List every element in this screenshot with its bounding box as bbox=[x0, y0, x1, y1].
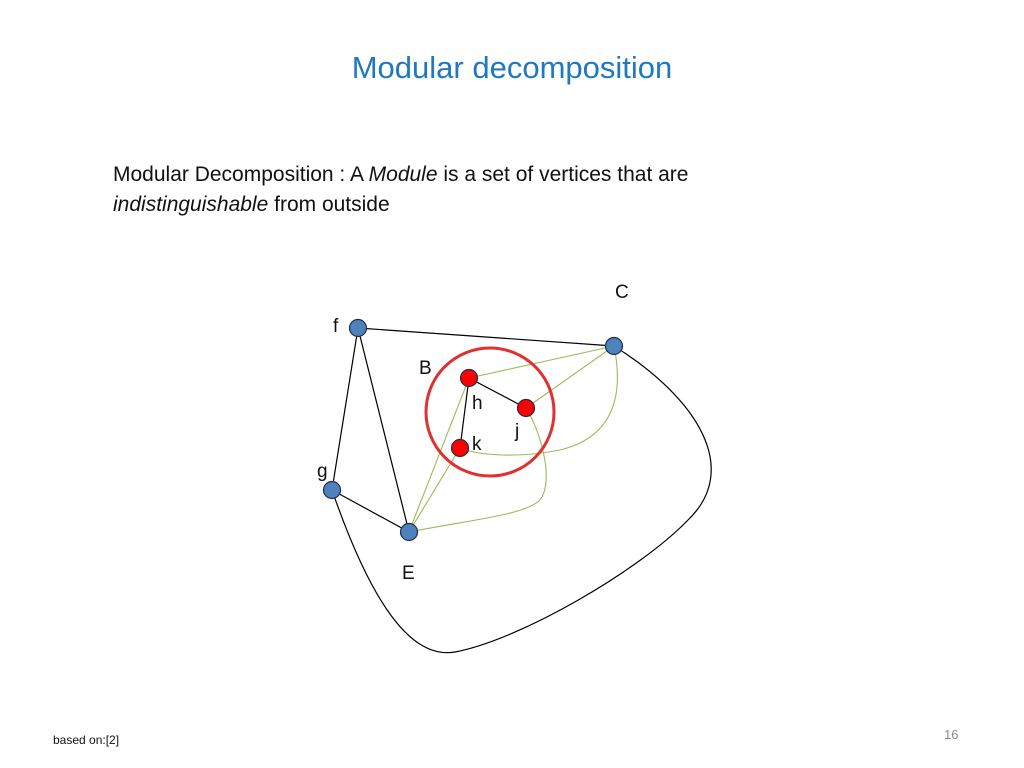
vertex-g bbox=[322, 480, 342, 500]
vertex-k bbox=[450, 438, 470, 458]
label-c: C bbox=[615, 282, 629, 303]
edge-e-b bbox=[408, 377, 470, 533]
edge-b-k bbox=[459, 377, 470, 449]
module-circle bbox=[424, 346, 556, 478]
label-k: k bbox=[472, 434, 482, 455]
vertex-b bbox=[459, 368, 479, 388]
edge-e-k bbox=[408, 447, 461, 533]
source-note: based on:[2] bbox=[53, 733, 120, 747]
edge-g-c bbox=[331, 345, 712, 654]
edge-f-c bbox=[357, 327, 615, 347]
outer-edges bbox=[331, 327, 712, 654]
edge-e-j bbox=[408, 407, 547, 533]
vertex-j bbox=[516, 398, 536, 418]
edge-f-g bbox=[331, 327, 359, 491]
definition-part-3: from outside bbox=[268, 193, 390, 216]
page-number: 16 bbox=[944, 727, 959, 742]
definition-text: Modular Decomposition : A Module is a se… bbox=[113, 160, 873, 220]
edge-c-j bbox=[525, 345, 615, 409]
vertex-f bbox=[348, 318, 368, 338]
vertex-e bbox=[399, 522, 419, 542]
definition-term-module: Module bbox=[368, 163, 438, 186]
module-internal-edges bbox=[459, 377, 527, 449]
edge-b-j bbox=[468, 377, 527, 409]
edge-g-e bbox=[331, 489, 410, 533]
edge-c-k bbox=[459, 345, 618, 456]
vertices bbox=[322, 318, 624, 542]
definition-part-2: is a set of vertices that are bbox=[437, 163, 689, 186]
label-f: f bbox=[333, 316, 339, 337]
definition-term-indistinguishable: indistinguishable bbox=[113, 193, 269, 216]
label-h: h bbox=[472, 393, 483, 414]
vertex-c bbox=[604, 336, 624, 356]
slide-title: Modular decomposition bbox=[351, 50, 673, 85]
label-b: B bbox=[419, 358, 432, 379]
edge-f-e bbox=[357, 327, 410, 533]
label-j: j bbox=[514, 421, 519, 442]
edge-c-b bbox=[468, 345, 615, 379]
label-e: E bbox=[402, 563, 415, 584]
definition-part-1: Modular Decomposition : A bbox=[113, 163, 369, 186]
label-g: g bbox=[317, 461, 328, 482]
